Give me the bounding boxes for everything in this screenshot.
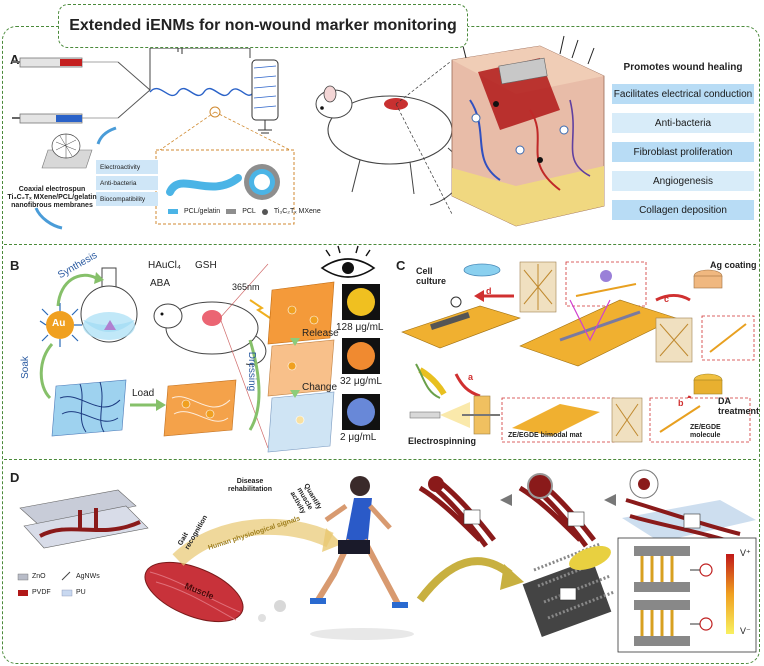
uv-365nm-label: 365nm	[232, 282, 260, 292]
benefits-header: Promotes wound healing	[623, 62, 743, 73]
step-c-label: c	[664, 294, 670, 304]
legend-pcl: PCL	[242, 208, 256, 215]
v-minus-label: V⁻	[740, 626, 751, 636]
au-label: Au	[52, 318, 66, 329]
legend-mxene-swatch	[261, 208, 268, 215]
reagent-haucl4: HAuCl₄	[148, 260, 181, 271]
panel-a-label: A	[10, 52, 20, 67]
property-electroactivity: Electroactivity	[96, 160, 158, 174]
bimodal-mat-label: ZE/EGDE bimodal mat	[508, 432, 582, 439]
panel-d-label: D	[10, 470, 20, 485]
nanowire-cylinder	[522, 542, 615, 637]
legend-agnws: AgNWs	[76, 573, 100, 580]
eye-icon	[320, 245, 376, 278]
fiber-stage-2	[518, 473, 596, 548]
cell-culture-label: Cell culture	[416, 266, 447, 286]
fiber-legend: PCL/gelatin PCL Ti₃C₂Tₓ MXene	[168, 208, 321, 215]
fiber-stage-1	[418, 476, 496, 548]
benefit-collagen-deposition: Collagen deposition	[612, 200, 754, 220]
change-label: Change	[302, 382, 338, 393]
legend-mxene: Ti₃C₂Tₓ MXene	[273, 208, 321, 215]
legend-pcl-gelatin-swatch	[168, 209, 178, 214]
molecule-label: ZE/EGDE molecule	[690, 424, 721, 439]
conc-32: 32 μg/mL	[340, 376, 382, 387]
property-anti-bacteria: Anti-bacteria	[96, 176, 158, 190]
legend-pu: PU	[76, 589, 86, 596]
release-label: Release	[302, 328, 339, 339]
legend-pcl-gelatin: PCL/gelatin	[184, 208, 221, 215]
arc-disease-rehabilitation: Disease rehabilitation	[228, 478, 272, 493]
property-biocompatibility: Biocompatibility	[96, 192, 158, 206]
au-nanocluster-icon	[39, 303, 82, 347]
benefit-fibroblast-proliferation: Fibroblast proliferation	[612, 142, 754, 162]
ag-coating-ag: Ag coating	[710, 260, 757, 270]
fiber-stage-3	[622, 469, 756, 548]
conc-2: 2 μg/mL	[340, 432, 377, 443]
load-label: Load	[132, 388, 155, 399]
step-a-label: a	[468, 372, 474, 382]
runner-illustration	[310, 476, 414, 640]
page-title: Extended iENMs for non-wound marker moni…	[58, 4, 468, 48]
benefit-anti-bacteria: Anti-bacteria	[612, 113, 754, 133]
mouse-b-illustration	[153, 301, 267, 366]
legend-pvdf: PVDF	[32, 589, 51, 596]
reagent-gsh: GSH	[195, 260, 217, 271]
legend-pcl-swatch	[226, 209, 237, 214]
flask-icon	[80, 267, 138, 343]
benefit-angiogenesis: Angiogenesis	[612, 171, 754, 191]
panel-divider-ab	[4, 244, 756, 245]
v-plus-label: V⁺	[740, 548, 751, 558]
panel-c-label: C	[396, 258, 406, 273]
reagent-aba: ABA	[150, 278, 171, 289]
electrospinning-label: Electrospinning	[408, 436, 477, 446]
da-treatment-label: DA treatment	[718, 396, 760, 416]
conc-128: 128 μg/mL	[336, 322, 384, 333]
membrane-caption: Coaxial electrospun Ti₃C₂Tₓ MXene/PCL/ge…	[7, 186, 97, 209]
step-b-label: b	[678, 398, 684, 408]
syringe-top-icon	[12, 57, 118, 68]
panel-b-label: B	[10, 258, 20, 273]
benefit-electrical-conduction: Facilitates electrical conduction	[612, 84, 754, 104]
syringe-bottom-icon	[12, 113, 118, 124]
legend-zno: ZnO	[32, 573, 46, 580]
panel-divider-cd	[4, 459, 756, 460]
skin-wound-illustration	[451, 35, 605, 227]
step-d-label: d	[486, 286, 492, 296]
